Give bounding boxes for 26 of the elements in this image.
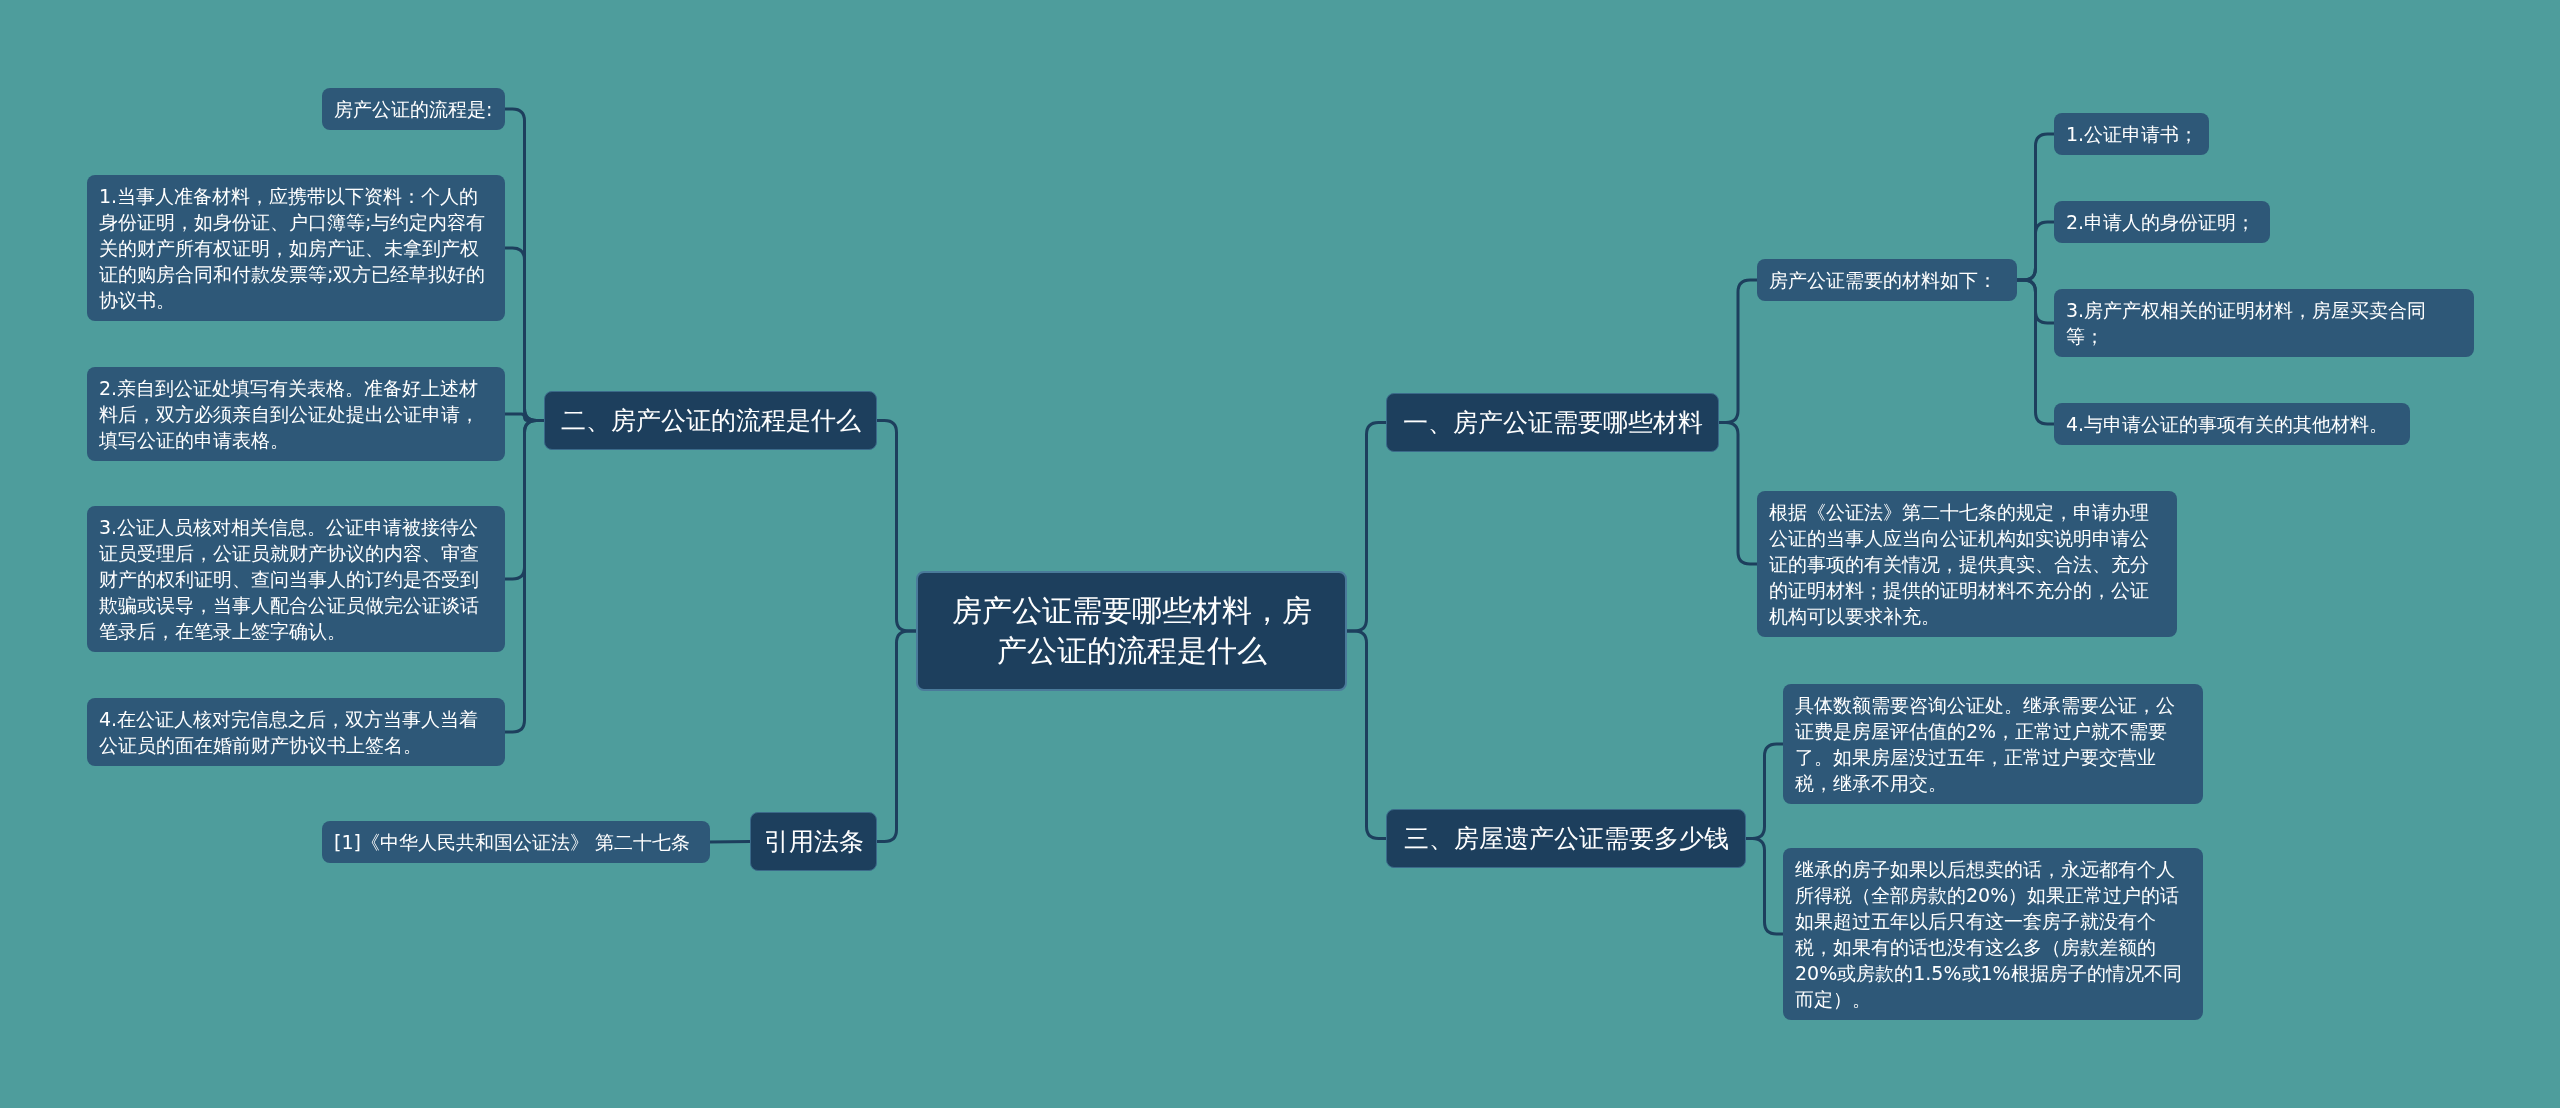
connector-line (1746, 837, 1783, 936)
subtopic-box: 2.申请人的身份证明； (2054, 201, 2270, 243)
subtopic-box: 4.在公证人核对完信息之后，双方当事人当着公证员的面在婚前财产协议书上签名。 (87, 698, 505, 766)
subtopic-box: 3.房产产权相关的证明材料，房屋买卖合同等； (2054, 289, 2474, 357)
subtopic-box: 继承的房子如果以后想卖的话，永远都有个人所得税（全部房款的20%）如果正常过户的话如果超过五年以后只有这一套房子就没有个税，如果有的话也没有这么多（房款差额的20%或房款的1.5%或1%根据房子的情况不同而定）。 (1783, 848, 2203, 1020)
branch-topic: 引用法条 (750, 811, 877, 871)
connector-line (1719, 421, 1757, 566)
central-topic: 房产公证需要哪些材料，房产公证的流程是什么 (916, 571, 1347, 691)
subtopic-box: 具体数额需要咨询公证处。继承需要公证，公证费是房屋评估值的2%，正常过户就不需要了。如果房屋没过五年，正常过户要交营业税，继承不用交。 (1783, 684, 2203, 804)
subtopic-box: [1]《中华人民共和国公证法》 第二十七条 (322, 821, 710, 863)
subtopic-box: 3.公证人员核对相关信息。公证申请被接待公证员受理后，公证员就财产协议的内容、审查财产的权利证明、查问当事人的订约是否受到欺骗或误导，当事人配合公证员做完公证谈话笔录后，在笔录上签字确认。 (87, 506, 505, 652)
subtopic-box: 2.亲自到公证处填写有关表格。准备好上述材料后，双方必须亲自到公证处提出公证申请，填写公证的申请表格。 (87, 367, 505, 461)
connector-line (2017, 278, 2054, 426)
branch-topic: 三、房屋遗产公证需要多少钱 (1386, 808, 1746, 868)
connector-line (709, 840, 751, 844)
connector-line (505, 419, 544, 734)
connector-line (1347, 629, 1386, 840)
branch-topic: 二、房产公证的流程是什么 (544, 390, 877, 450)
branch-topic: 一、房产公证需要哪些材料 (1386, 392, 1719, 452)
subtopic-box: 4.与申请公证的事项有关的其他材料。 (2054, 403, 2410, 445)
subtopic-box: 根据《公证法》第二十七条的规定，申请办理公证的当事人应当向公证机构如实说明申请公证的事项的有关情况，提供真实、合法、充分的证明材料；提供的证明材料不充分的，公证机构可以要求补充。 (1757, 491, 2177, 637)
connector-line (877, 629, 916, 843)
subtopic-box: 房产公证需要的材料如下： (1757, 259, 2017, 301)
subtopic-box: 1.公证申请书； (2054, 113, 2209, 155)
subtopic-box: 房产公证的流程是: (322, 88, 505, 130)
subtopic-box: 1.当事人准备材料，应携带以下资料：个人的身份证明，如身份证、户口簿等;与约定内容有关的财产所有权证明，如房产证、未拿到产权证的购房合同和付款发票等;双方已经草拟好的协议书。 (87, 175, 505, 321)
